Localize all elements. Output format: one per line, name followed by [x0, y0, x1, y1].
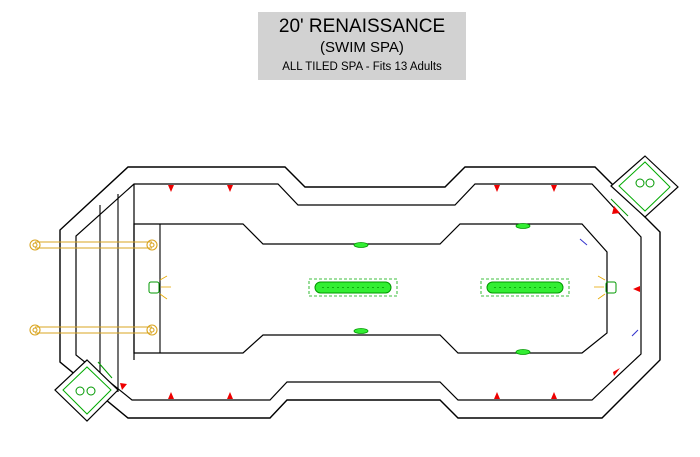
bench-light — [515, 349, 531, 355]
bench-light — [515, 223, 531, 229]
wall-light-right — [594, 275, 617, 300]
jet — [551, 392, 557, 399]
bench-light — [353, 242, 369, 248]
jet — [120, 383, 127, 390]
skimmer-top-right — [610, 155, 679, 218]
jet — [494, 185, 500, 192]
spa-subtitle: (SWIM SPA) — [320, 39, 404, 56]
jet — [168, 392, 174, 399]
handrail-top — [29, 239, 158, 251]
jet — [227, 185, 233, 192]
jet — [227, 392, 233, 399]
jet — [551, 185, 557, 192]
handrail-bottom — [29, 324, 158, 336]
return-fitting — [631, 329, 639, 337]
bench-light — [353, 328, 369, 334]
title-box: 20' RENAISSANCE (SWIM SPA) ALL TILED SPA… — [258, 12, 466, 80]
skimmer-bottom-left — [54, 359, 119, 422]
jet — [494, 392, 500, 399]
jet — [613, 368, 620, 376]
wall-light-left — [148, 275, 171, 300]
swim-channel — [133, 223, 608, 354]
jets — [120, 185, 640, 399]
jet — [633, 286, 640, 292]
jet — [612, 206, 620, 214]
main-drain-right — [480, 278, 570, 297]
spa-title: 20' RENAISSANCE — [278, 16, 446, 37]
jet — [168, 185, 174, 192]
spa-description: ALL TILED SPA - Fits 13 Adults — [282, 61, 442, 73]
main-drain-left — [308, 278, 398, 297]
return-fitting — [579, 238, 588, 246]
